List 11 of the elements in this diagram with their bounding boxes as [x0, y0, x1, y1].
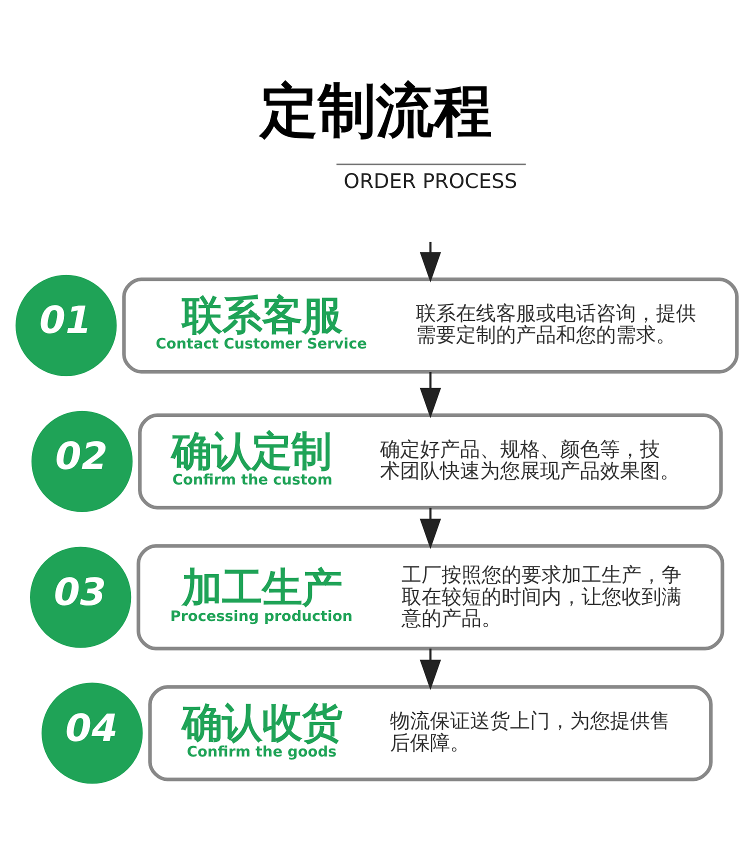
- label: ORDER PROCESS: [344, 168, 518, 192]
- arrow: [420, 648, 442, 690]
- diagram-title: 定制流程: [260, 76, 492, 144]
- node-box: 确认收货 Confirm the goods 物流保证送货上门，为您提供售后保障。: [148, 684, 713, 781]
- node-box: 确认定制 Confirm the custom 确定好产品、规格、颜色等，技术团队快速为您展现产品效果图。: [138, 412, 723, 509]
- node-box: 加工生产 Processing production 工厂按照您的要求加工生产，争取在较短的时间内，让您收到满意的产品。: [136, 544, 724, 650]
- node-circle: 01: [12, 272, 120, 379]
- arrow: [420, 241, 442, 282]
- node-box: 联系客服 Contact Customer Service 联系在线客服或电话咨询，提供需要定制的产品和您的需求。: [122, 276, 739, 374]
- arrow: [420, 507, 442, 549]
- arrow: [420, 372, 442, 418]
